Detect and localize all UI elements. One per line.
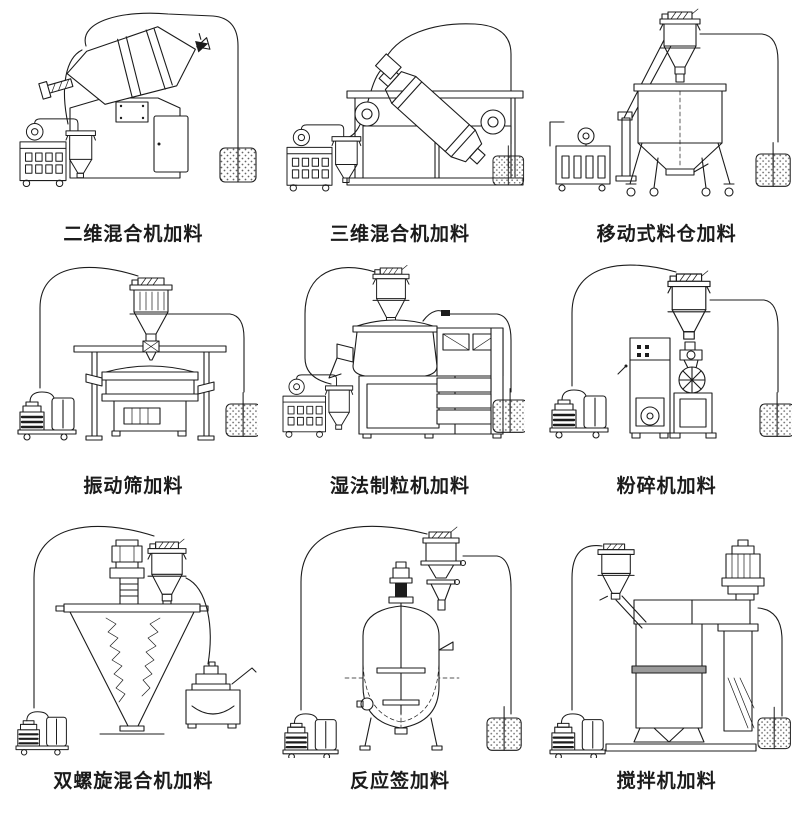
diagram-agitator-mixer-feeding bbox=[542, 518, 792, 758]
caption-reactor: 反应签加料 bbox=[349, 771, 450, 792]
diagram-vibrating-screen-feeding bbox=[8, 258, 259, 463]
caption-3d-mixer: 三维混合机加料 bbox=[329, 224, 470, 245]
diagram-mobile-silo-feeding bbox=[542, 6, 792, 211]
diagram-3d-mixer-feeding bbox=[275, 6, 525, 211]
diagram-wet-granulator-feeding bbox=[275, 258, 525, 463]
caption-mobile-silo: 移动式料仓加料 bbox=[596, 224, 737, 245]
caption-agitator-mixer: 搅拌机加料 bbox=[616, 771, 717, 792]
diagram-double-screw-mixer-feeding bbox=[8, 518, 258, 758]
cell-agitator-mixer: 搅拌机加料 bbox=[533, 504, 800, 826]
cell-crusher: 粉碎机加料 bbox=[533, 252, 800, 504]
cell-reactor: 反应签加料 bbox=[267, 504, 534, 826]
caption-wet-granulator: 湿法制粒机加料 bbox=[329, 476, 470, 497]
diagram-2d-mixer-feeding bbox=[8, 6, 258, 211]
cell-vibrating-screen: 振动筛加料 bbox=[0, 252, 267, 504]
caption-vibrating-screen: 振动筛加料 bbox=[83, 476, 184, 497]
diagram-crusher-feeding bbox=[542, 258, 792, 463]
cell-wet-granulator: 湿法制粒机加料 bbox=[267, 252, 534, 504]
caption-crusher: 粉碎机加料 bbox=[616, 476, 717, 497]
caption-2d-mixer: 二维混合机加料 bbox=[63, 224, 204, 245]
cell-double-screw-mixer: 双螺旋混合机加料 bbox=[0, 504, 267, 826]
cell-3d-mixer: 三维混合机加料 bbox=[267, 0, 534, 252]
caption-double-screw-mixer: 双螺旋混合机加料 bbox=[53, 771, 214, 792]
diagram-reactor-feeding bbox=[275, 518, 525, 758]
cell-2d-mixer: 二维混合机加料 bbox=[0, 0, 267, 252]
cell-mobile-silo: 移动式料仓加料 bbox=[533, 0, 800, 252]
